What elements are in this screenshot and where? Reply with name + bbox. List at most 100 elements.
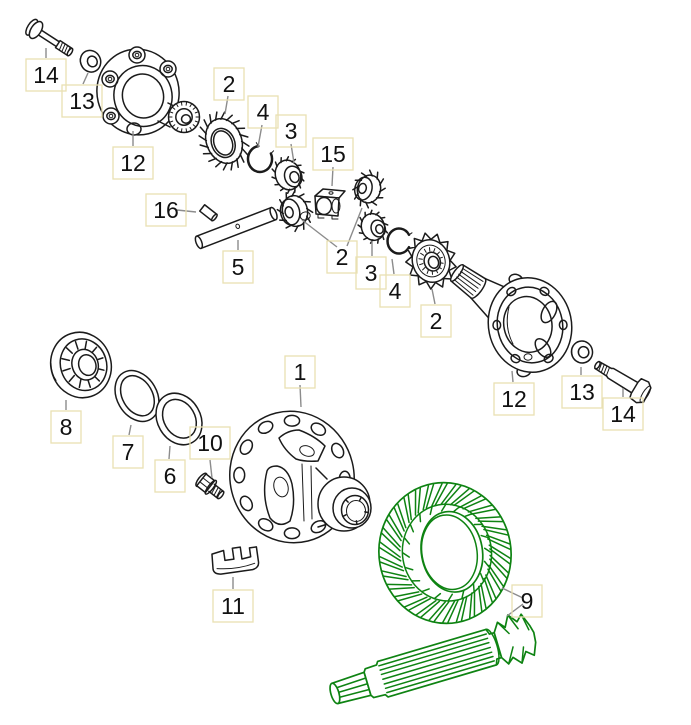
leader-4-top	[257, 124, 263, 148]
part-9-ring-gear-drawing	[378, 481, 512, 625]
callout-number: 2	[223, 71, 236, 97]
part-5-drawing	[194, 206, 278, 250]
callout-3-top[interactable]: 3	[275, 114, 307, 148]
leader-7	[128, 424, 132, 436]
callout-box	[222, 250, 254, 284]
part-9-pinion-drawing	[329, 613, 537, 705]
callout-box	[275, 114, 307, 148]
callout-9[interactable]: 9	[511, 584, 543, 618]
callout-number: 15	[320, 141, 346, 167]
part-8-drawing	[49, 331, 113, 399]
callout-3-right[interactable]: 3	[355, 256, 387, 290]
callout-box	[312, 137, 354, 171]
part-15-drawing	[314, 188, 346, 220]
callout-box	[420, 304, 452, 338]
callout-number: 7	[122, 439, 135, 465]
callout-box	[247, 95, 279, 129]
part-14-left-drawing	[25, 18, 74, 57]
callout-box	[284, 355, 316, 389]
part-3-top-drawing	[271, 156, 305, 194]
callout-8[interactable]: 8	[50, 410, 82, 444]
part-11-drawing	[211, 546, 260, 575]
callout-box	[355, 256, 387, 290]
callout-15[interactable]: 15	[312, 137, 354, 171]
callout-number: 2	[336, 244, 349, 270]
part-2-spider-right-drawing	[352, 169, 386, 209]
callout-box	[25, 58, 67, 92]
callout-number: 13	[69, 88, 95, 114]
part-16-drawing	[198, 204, 218, 222]
callout-box	[189, 426, 231, 460]
callout-number: 3	[285, 118, 298, 144]
part-13-right-drawing	[570, 340, 594, 364]
callout-1[interactable]: 1	[284, 355, 316, 389]
callout-16[interactable]: 16	[145, 193, 187, 227]
part-4-top-drawing	[246, 142, 275, 174]
callout-12-left[interactable]: 12	[112, 146, 154, 180]
part-14-right-drawing	[593, 360, 652, 404]
callout-number: 14	[610, 401, 636, 427]
callout-box	[50, 410, 82, 444]
callout-13-left[interactable]: 13	[61, 84, 103, 118]
callout-2-middle[interactable]: 2	[326, 240, 358, 274]
callout-number: 12	[501, 386, 527, 412]
part-2-right-drawing	[405, 232, 457, 290]
callout-10[interactable]: 10	[189, 426, 231, 460]
callout-box	[561, 375, 603, 409]
part-12-left-drawing	[96, 46, 201, 136]
part-12-right-drawing	[449, 263, 573, 378]
part-3-right-drawing	[357, 209, 389, 244]
callout-box	[213, 67, 245, 101]
callout-box	[379, 274, 411, 308]
leader-12-right	[511, 370, 514, 383]
leader-10	[209, 459, 213, 479]
callout-number: 4	[389, 278, 402, 304]
leader-4-right	[391, 258, 395, 275]
callout-number: 2	[430, 308, 443, 334]
callout-number: 4	[257, 99, 270, 125]
part-13-left-drawing	[79, 49, 102, 73]
callout-box	[212, 589, 254, 623]
callout-number: 9	[521, 588, 534, 614]
leader-2-right	[431, 288, 436, 305]
callout-number: 12	[120, 150, 146, 176]
callout-11[interactable]: 11	[212, 589, 254, 623]
callout-number: 14	[33, 62, 59, 88]
callout-box	[61, 84, 103, 118]
part-2-spider-left-drawing	[276, 189, 314, 233]
part-1-drawing	[229, 410, 372, 544]
callout-box	[145, 193, 187, 227]
leader-13-left	[82, 72, 89, 85]
callout-2-right[interactable]: 2	[420, 304, 452, 338]
callout-number: 3	[365, 260, 378, 286]
part-7-drawing	[114, 369, 160, 423]
part-10-drawing	[195, 472, 225, 500]
callout-box	[112, 435, 144, 469]
leader-1	[299, 384, 302, 408]
callout-box	[112, 146, 154, 180]
callout-6[interactable]: 6	[154, 459, 186, 493]
callout-number: 1	[294, 359, 307, 385]
callouts: 14 13 12 2 4 3 15 16	[25, 58, 644, 623]
callout-4-right[interactable]: 4	[379, 274, 411, 308]
callout-14-right[interactable]: 14	[602, 397, 644, 431]
leader-2-top	[224, 95, 229, 115]
callout-12-right[interactable]: 12	[493, 382, 535, 416]
callout-2-top[interactable]: 2	[213, 67, 245, 101]
callout-5[interactable]: 5	[222, 250, 254, 284]
leader-6	[168, 445, 171, 460]
callout-number: 11	[221, 593, 245, 619]
callout-4-top[interactable]: 4	[247, 95, 279, 129]
callout-number: 8	[60, 414, 73, 440]
callout-7[interactable]: 7	[112, 435, 144, 469]
callout-14-left[interactable]: 14	[25, 58, 67, 92]
leader-2-middle	[301, 207, 363, 248]
callout-box	[511, 584, 543, 618]
callout-number: 10	[197, 430, 223, 456]
callout-box	[493, 382, 535, 416]
callout-number: 6	[164, 463, 177, 489]
callout-13-right[interactable]: 13	[561, 375, 603, 409]
callout-number: 16	[153, 197, 179, 223]
callout-number: 5	[232, 254, 245, 280]
